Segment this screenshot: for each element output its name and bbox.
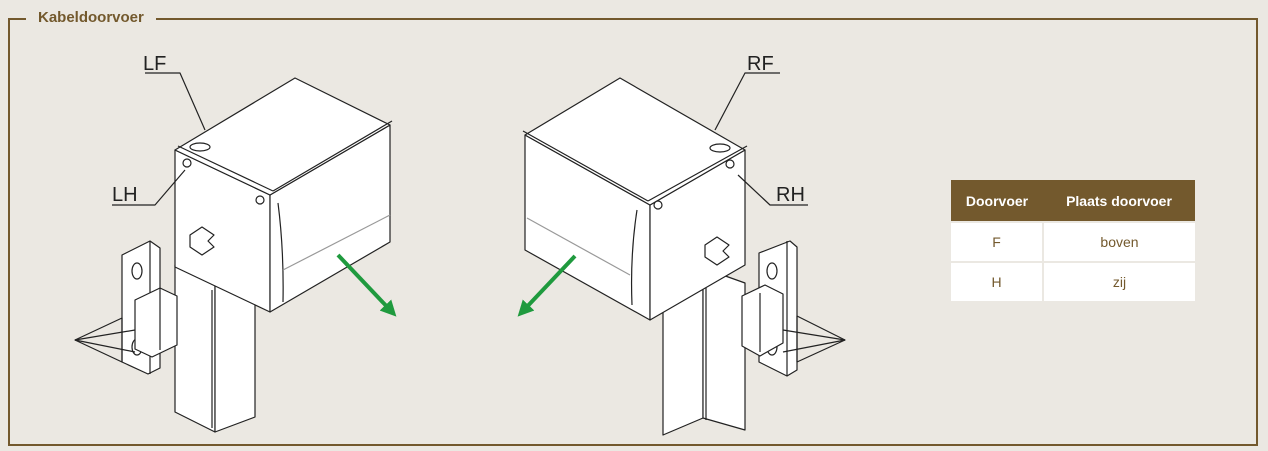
cell-place: zij	[1043, 261, 1195, 301]
table-row: F boven	[951, 221, 1195, 262]
header-plaats-doorvoer: Plaats doorvoer	[1043, 180, 1195, 222]
cable-entry-table: Doorvoer Plaats doorvoer F boven H zij	[951, 180, 1195, 301]
cell-code: H	[951, 261, 1044, 301]
right-direction-arrow	[517, 254, 577, 317]
header-doorvoer: Doorvoer	[951, 180, 1043, 222]
label-lh: LH	[112, 184, 138, 206]
cell-code: F	[951, 221, 1044, 262]
label-rf: RF	[747, 53, 774, 75]
cell-place: boven	[1043, 221, 1195, 262]
left-direction-arrow	[336, 253, 397, 317]
table-row: H zij	[951, 261, 1195, 301]
left-unit-drawing	[74, 72, 393, 433]
label-lf: LF	[143, 53, 166, 75]
right-unit-drawing	[522, 72, 846, 436]
section-title: Kabeldoorvoer	[26, 9, 156, 27]
section-frame	[8, 18, 1258, 446]
label-rh: RH	[776, 184, 805, 206]
